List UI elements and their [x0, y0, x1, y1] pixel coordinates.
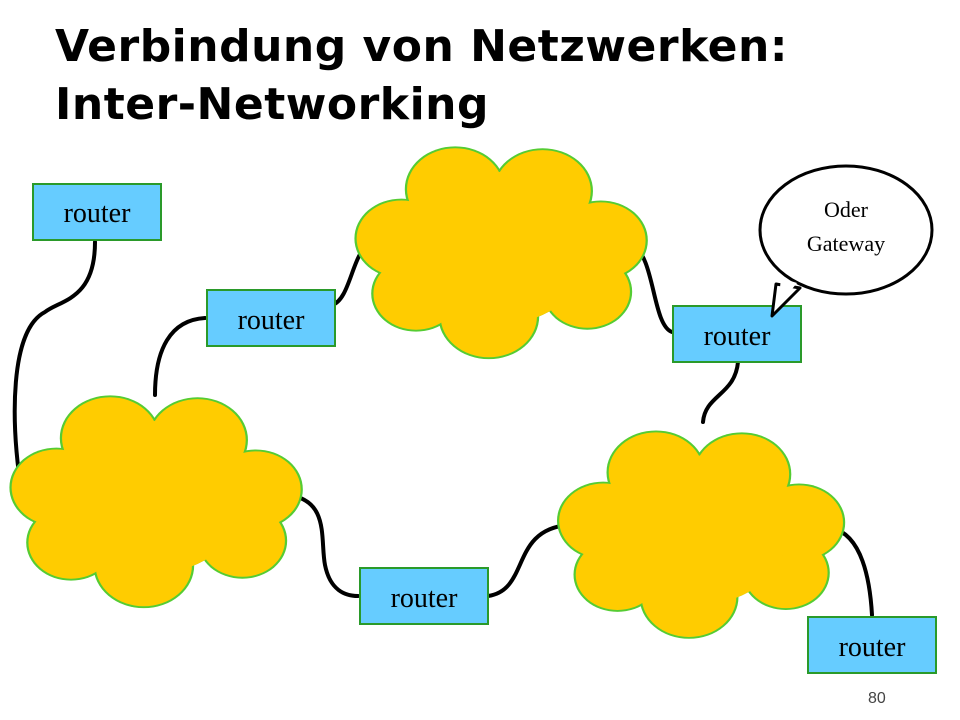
router-label: router	[391, 583, 459, 614]
link-router1-cloud-left	[12, 240, 97, 497]
router-right: router	[672, 305, 802, 363]
title-line-1: Verbindung von Netzwerken:	[55, 21, 788, 72]
router-top-left: router	[32, 183, 162, 241]
router-bottom-mid: router	[359, 567, 489, 625]
link-router4-cloud-br	[486, 523, 570, 598]
router-label: router	[704, 321, 772, 352]
router-label: router	[238, 305, 306, 336]
page-number: 80	[868, 690, 886, 707]
link-cloud-left-router4	[286, 493, 360, 598]
network-cloud-left	[9, 395, 303, 609]
title-line-2: Inter-Networking	[55, 79, 489, 130]
network-cloud-bottom-right	[557, 430, 846, 639]
link-router2-cloud-left	[153, 316, 207, 397]
gateway-callout: Oder Gateway	[758, 164, 934, 318]
router-mid-left: router	[206, 289, 336, 347]
callout-line-2: Gateway	[807, 231, 885, 256]
link-router3-cloud-br	[701, 360, 740, 424]
callout-line-1: Oder	[824, 197, 869, 222]
router-label: router	[839, 632, 907, 663]
router-label: router	[64, 198, 132, 229]
slide-title: Verbindung von Netzwerken: Inter-Network…	[55, 18, 935, 134]
router-bottom-right: router	[807, 616, 937, 674]
network-cloud-top	[354, 146, 648, 360]
